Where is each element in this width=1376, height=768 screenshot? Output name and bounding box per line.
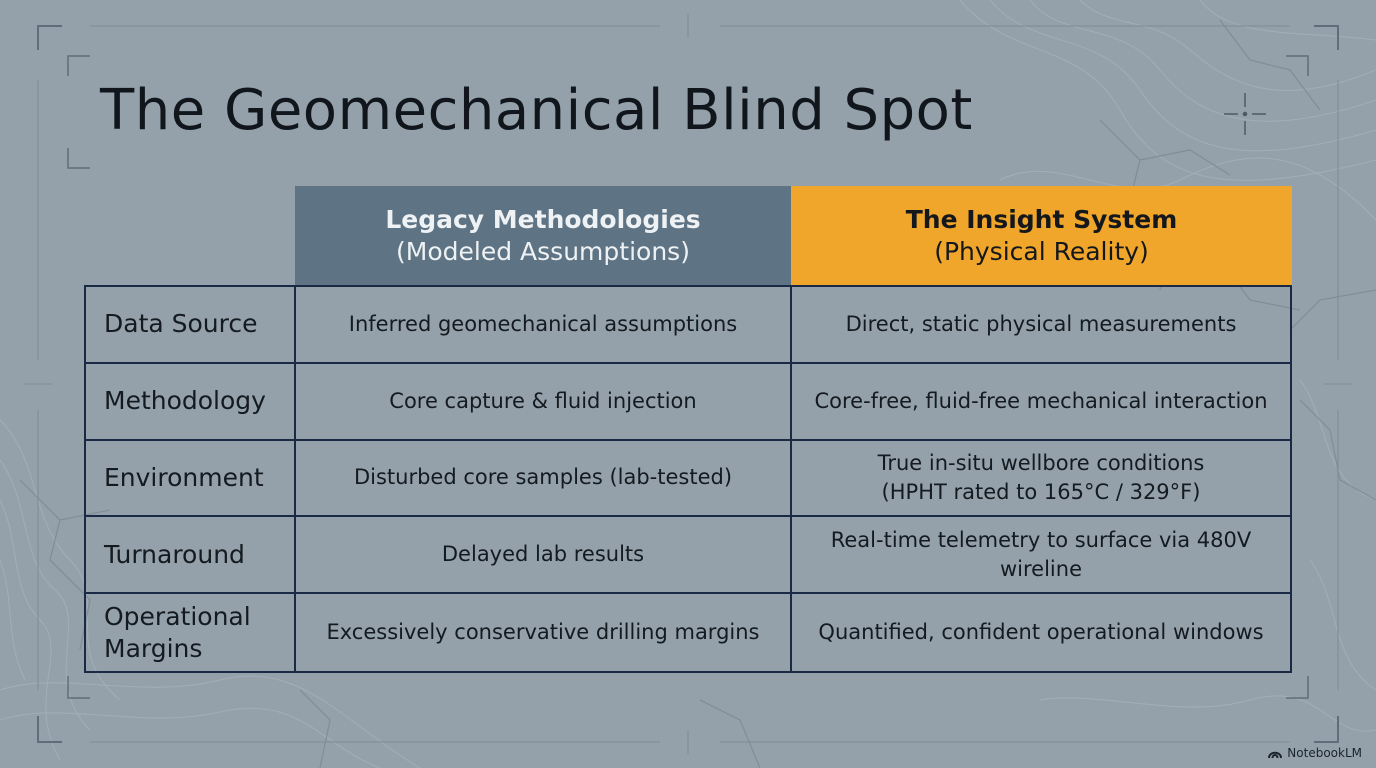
legacy-methodologies-header: Legacy Methodologies (Modeled Assumption… [295, 186, 791, 285]
legacy-methodology: Core capture & fluid injection [296, 363, 792, 441]
crosshair-icon [1224, 93, 1266, 135]
legacy-environment: Disturbed core samples (lab-tested) [296, 440, 792, 518]
insight-header-title: The Insight System [905, 204, 1178, 234]
legacy-operational-margins: Excessively conservative drilling margin… [296, 594, 792, 671]
insight-data-source: Direct, static physical measurements [792, 287, 1290, 364]
insight-header-subtitle: (Physical Reality) [934, 236, 1149, 266]
frame-lines [24, 14, 1352, 754]
insight-operational-margins: Quantified, confident operational window… [818, 620, 1264, 645]
insight-environment: True in-situ wellbore conditions (HPHT r… [792, 441, 1290, 518]
row-label-data-source: Data Source [86, 287, 296, 364]
notebooklm-icon [1268, 751, 1283, 758]
legacy-turnaround: Delayed lab results [296, 517, 792, 595]
legacy-header-subtitle: (Modeled Assumptions) [396, 236, 690, 266]
comparison-table: Data Source Inferred geomechanical assum… [84, 285, 1292, 673]
row-label-turnaround: Turnaround [86, 517, 296, 595]
row-label-operational-margins: Operational Margins [86, 594, 296, 671]
brand-label: NotebookLM [1287, 746, 1362, 760]
row-label-environment: Environment [86, 440, 296, 518]
insight-system-header: The Insight System (Physical Reality) [791, 186, 1292, 285]
legacy-header-title: Legacy Methodologies [385, 204, 701, 234]
page-title: The Geomechanical Blind Spot [100, 78, 973, 143]
legacy-data-source: Inferred geomechanical assumptions [296, 287, 792, 364]
inner-frame-corners [67, 55, 1309, 699]
insight-methodology: Core-free, fluid-free mechanical interac… [792, 364, 1290, 441]
frame-corners [37, 25, 1339, 743]
row-label-methodology: Methodology [86, 363, 296, 441]
insight-turnaround: Real-time telemetry to surface via 480V … [792, 517, 1290, 595]
notebooklm-branding: NotebookLM [1268, 746, 1362, 760]
